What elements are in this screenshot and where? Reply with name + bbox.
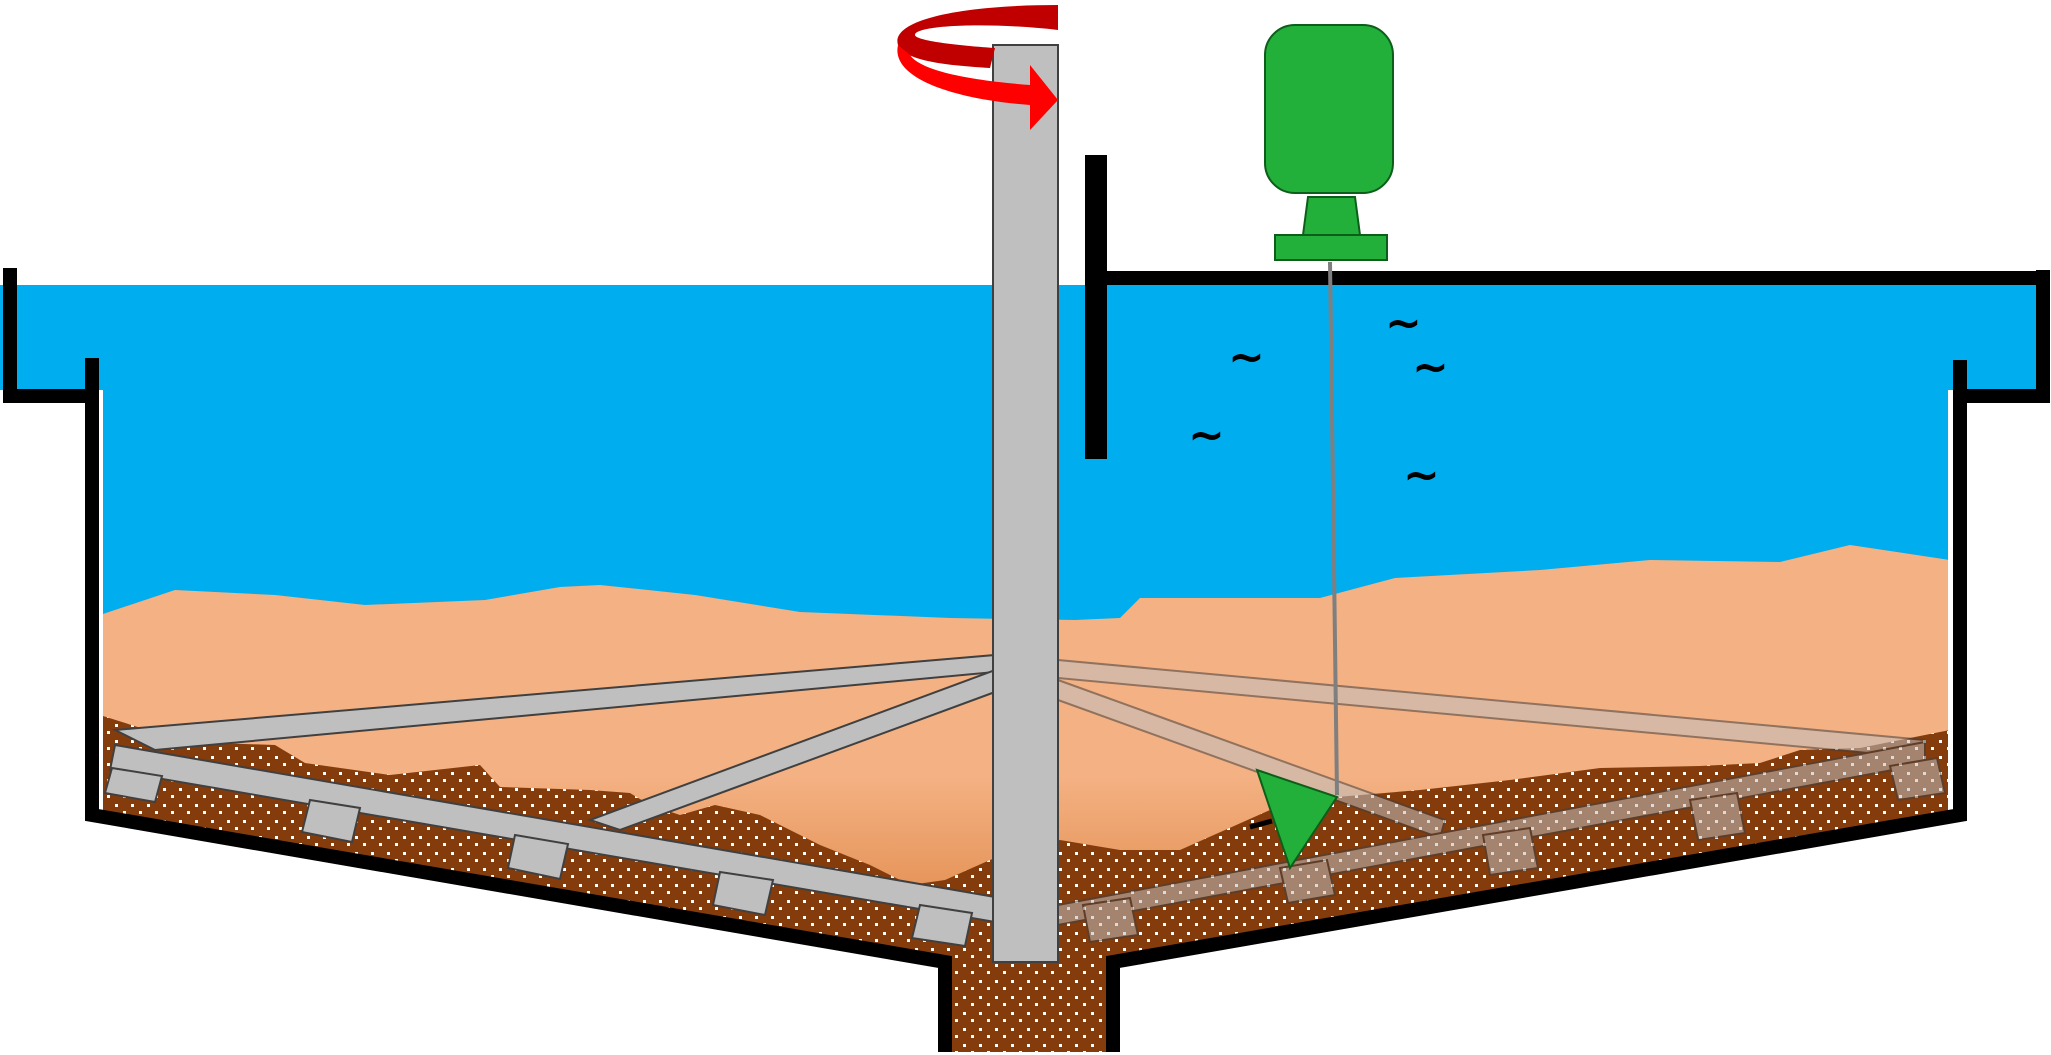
tank-wall-left: [3, 268, 952, 1052]
rake-blade: [1081, 896, 1140, 944]
rake-blade: [910, 903, 974, 948]
tilde-ripple-icon: ~: [1188, 410, 1225, 461]
surface-ripples: ~ ~ ~ ~ ~: [1188, 298, 1449, 501]
tilde-ripple-icon: ~: [1385, 298, 1422, 349]
sensor-probe-triangle-icon: [1249, 768, 1339, 871]
sensor-probe: [1255, 768, 1339, 871]
rake-blade: [1888, 756, 1947, 802]
rotation-arrow-back: [897, 5, 1058, 68]
sensor-motor-icon: [1264, 24, 1394, 261]
sensor-mount-plate: [1274, 234, 1388, 261]
tilde-ripple-icon: ~: [1228, 332, 1265, 383]
sensor-cable: [1328, 261, 1339, 796]
rake-blade: [711, 870, 775, 917]
sensor-housing: [1264, 24, 1394, 194]
tank-wall-right: [1106, 270, 2050, 1052]
rake-blade: [1481, 826, 1540, 877]
sensor-probe-tail: [1249, 818, 1273, 830]
rotation-arrow-icon: [897, 5, 1058, 130]
rotation-arrow-front: [897, 45, 1058, 130]
tilde-ripple-icon: ~: [1403, 450, 1440, 501]
tank-wall: [3, 155, 2050, 1052]
rake-blade: [103, 766, 164, 804]
rake-assembly-back: [1057, 658, 1947, 944]
rake-blade: [300, 798, 362, 844]
rake-blade: [506, 833, 570, 881]
rake-blade: [1688, 791, 1747, 842]
inlet-baffle: [1085, 155, 1107, 459]
rake-blade: [1278, 858, 1337, 905]
drive-shaft: [992, 44, 1059, 963]
tilde-ripple-icon: ~: [1412, 342, 1449, 393]
sensor-neck: [1301, 196, 1362, 236]
